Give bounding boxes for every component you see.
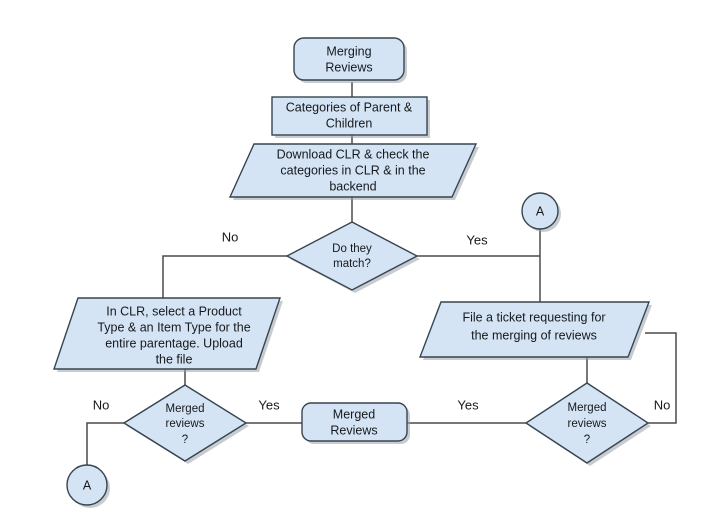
- node-decision-match[interactable]: Do they match?: [285, 221, 420, 293]
- node-in-clr[interactable]: In CLR, select a Product Type & an Item …: [53, 297, 283, 372]
- decision-merged-right-label-line3: ?: [584, 434, 590, 446]
- edge-label-match-yes: Yes: [466, 232, 488, 247]
- categories-label-line2: Children: [326, 116, 373, 130]
- start-label-line1: Merging: [326, 44, 371, 58]
- connector-a-bottom-label: A: [83, 478, 92, 492]
- node-connector-a-top[interactable]: A: [521, 192, 561, 232]
- decision-merged-left-shape: [122, 384, 248, 462]
- merged-reviews-shape: [301, 402, 408, 442]
- in-clr-label-line4: the file: [156, 352, 193, 366]
- file-ticket-label-line2: the merging of reviews: [471, 328, 597, 342]
- download-label-line3: backend: [329, 179, 376, 193]
- start-label-line2: Reviews: [325, 60, 372, 74]
- in-clr-label-line3: entire parentage. Upload: [105, 336, 243, 350]
- decision-merged-right-label-line1: Merged: [568, 402, 607, 414]
- decision-merged-right-shape: [524, 382, 650, 464]
- decision-merged-left-label-line2: reviews: [166, 418, 205, 430]
- connector-decision-no-to-inclr: [162, 255, 288, 298]
- edge-label-merged-left-no: No: [93, 397, 110, 412]
- edge-label-merged-right-yes: Yes: [457, 397, 479, 412]
- decision-merged-left-label-line3: ?: [182, 434, 188, 446]
- categories-shape: [271, 96, 428, 136]
- connector-group: [86, 82, 677, 467]
- merged-reviews-label-line2: Reviews: [330, 423, 377, 437]
- connector-a-bottom-shape: [66, 464, 108, 506]
- start-shape: [293, 37, 405, 81]
- node-start[interactable]: Merging Reviews: [293, 37, 407, 83]
- node-connector-a-bottom[interactable]: A: [66, 464, 110, 508]
- decision-match-shape: [285, 221, 419, 291]
- decision-match-label-line1: Do they: [332, 243, 372, 255]
- in-clr-label-line2: Type & an Item Type for the: [97, 320, 250, 334]
- edge-label-merged-left-yes: Yes: [258, 397, 280, 412]
- file-ticket-label-line1: File a ticket requesting for: [462, 310, 605, 324]
- node-file-ticket[interactable]: File a ticket requesting for the merging…: [418, 301, 652, 360]
- categories-label-line1: Categories of Parent &: [286, 100, 413, 114]
- merged-reviews-label-line1: Merged: [333, 407, 375, 421]
- node-merged-reviews[interactable]: Merged Reviews: [301, 402, 410, 444]
- node-decision-merged-left[interactable]: Merged reviews ?: [122, 384, 249, 464]
- download-label-line1: Download CLR & check the: [277, 147, 430, 161]
- decision-merged-right-label-line2: reviews: [568, 418, 607, 430]
- decision-match-label-line2: match?: [333, 258, 371, 270]
- in-clr-shape: [53, 297, 281, 370]
- node-download-clr[interactable]: Download CLR & check the categories in C…: [228, 143, 479, 200]
- edge-label-match-no: No: [222, 229, 239, 244]
- connector-a-top-label: A: [536, 204, 545, 218]
- edge-label-merged-right-no: No: [654, 397, 671, 412]
- node-decision-merged-right[interactable]: Merged reviews ?: [524, 382, 651, 466]
- connector-merged-left-no-to-a: [86, 422, 124, 467]
- edge-label-group: No Yes No Yes Yes No: [93, 229, 671, 412]
- download-shape: [228, 143, 478, 198]
- file-ticket-shape: [418, 301, 651, 358]
- node-categories[interactable]: Categories of Parent & Children: [271, 96, 430, 138]
- download-label-line2: categories in CLR & in the: [280, 163, 425, 177]
- connector-a-top-shape: [521, 192, 559, 230]
- decision-merged-left-label-line1: Merged: [166, 403, 205, 415]
- in-clr-label-line1: In CLR, select a Product: [106, 304, 242, 318]
- connector-merged-right-no-loop: [645, 332, 677, 424]
